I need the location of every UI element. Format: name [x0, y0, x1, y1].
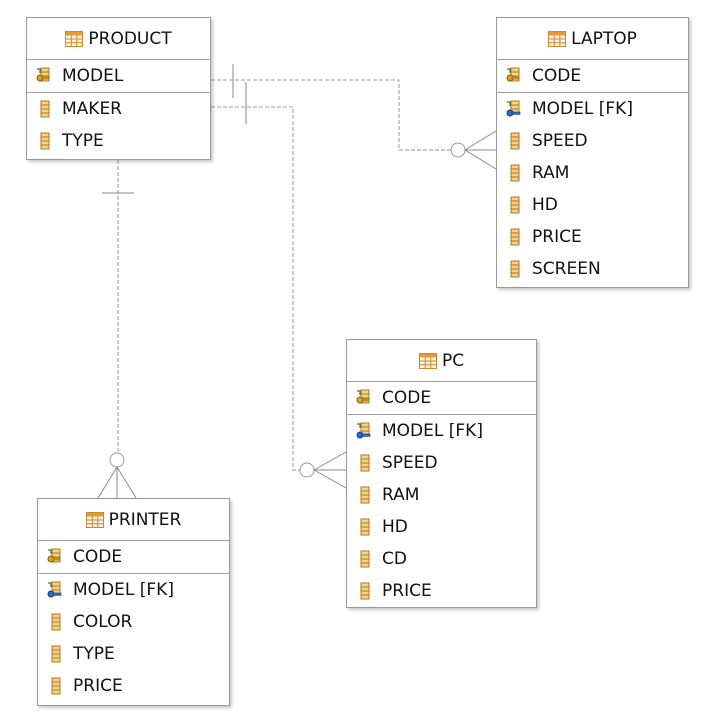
entity-title: PC — [441, 350, 465, 371]
primary-key-section: MODEL — [27, 60, 210, 93]
column-icon — [40, 100, 50, 118]
column-name: PRICE — [532, 227, 582, 247]
column-row[interactable]: CODE — [497, 60, 688, 92]
table-icon — [548, 30, 567, 47]
column-icon — [510, 260, 520, 278]
column-row[interactable]: MODEL [FK] — [347, 415, 536, 447]
table-icon — [65, 30, 84, 47]
primary-key-section: CODE — [38, 541, 229, 574]
entity-header: PRODUCT — [27, 18, 210, 60]
primary-key-section: CODE — [497, 60, 688, 93]
entity-pc[interactable]: PC CODE MODEL [FK] SPEED RAM HD CD — [346, 339, 537, 608]
entity-title: PRODUCT — [88, 28, 172, 49]
column-row[interactable]: RAM — [497, 157, 688, 189]
column-name: RAM — [532, 163, 570, 183]
column-row[interactable]: MAKER — [27, 93, 210, 125]
column-row[interactable]: PRICE — [38, 670, 229, 702]
column-row[interactable]: MODEL [FK] — [497, 93, 688, 125]
primary-key-section: CODE — [347, 382, 536, 415]
relationship-product-printer — [97, 160, 137, 499]
column-name: MODEL [FK] — [382, 421, 483, 441]
column-icon — [51, 613, 61, 631]
column-row[interactable]: SCREEN — [497, 253, 688, 285]
primary-key-column-icon — [356, 389, 370, 404]
column-name: RAM — [382, 485, 420, 505]
column-icon — [510, 196, 520, 214]
column-icon — [360, 486, 370, 504]
column-name: SPEED — [382, 453, 438, 473]
column-row[interactable]: TYPE — [27, 125, 210, 157]
column-name: MODEL [FK] — [73, 580, 174, 600]
column-name: TYPE — [73, 644, 115, 664]
entity-laptop[interactable]: LAPTOP CODE MODEL [FK] SPEED RAM HD PRIC… — [496, 17, 689, 288]
column-row[interactable]: SPEED — [347, 447, 536, 479]
column-row[interactable]: CODE — [347, 382, 536, 414]
column-row[interactable]: CD — [347, 543, 536, 575]
column-icon — [51, 645, 61, 663]
columns-section: MODEL [FK] SPEED RAM HD PRICE SCREEN — [497, 93, 688, 285]
column-name: MODEL [FK] — [532, 99, 633, 119]
relationship-product-laptop — [211, 64, 497, 170]
entity-header: PRINTER — [38, 499, 229, 541]
column-icon — [51, 677, 61, 695]
column-name: CODE — [382, 388, 432, 408]
column-icon — [360, 582, 370, 600]
column-name: TYPE — [62, 131, 104, 151]
column-row[interactable]: RAM — [347, 479, 536, 511]
column-row[interactable]: HD — [497, 189, 688, 221]
entity-printer[interactable]: PRINTER CODE MODEL [FK] COLOR TYPE PRICE — [37, 498, 230, 706]
columns-section: MODEL [FK] SPEED RAM HD CD PRICE — [347, 415, 536, 607]
column-name: PRICE — [382, 581, 432, 601]
entity-title: LAPTOP — [571, 28, 637, 49]
column-name: SCREEN — [532, 259, 601, 279]
foreign-key-column-icon — [506, 100, 521, 117]
column-icon — [360, 454, 370, 472]
entity-header: PC — [347, 340, 536, 382]
column-row[interactable]: MODEL [FK] — [38, 574, 229, 606]
primary-key-column-icon — [36, 67, 50, 82]
column-name: CODE — [73, 547, 123, 567]
column-name: SPEED — [532, 131, 588, 151]
column-icon — [510, 164, 520, 182]
columns-section: MODEL [FK] COLOR TYPE PRICE — [38, 574, 229, 702]
column-icon — [510, 228, 520, 246]
column-row[interactable]: TYPE — [38, 638, 229, 670]
entity-title: PRINTER — [108, 509, 182, 530]
table-icon — [85, 511, 104, 528]
foreign-key-column-icon — [47, 581, 62, 598]
column-row[interactable]: HD — [347, 511, 536, 543]
column-icon — [40, 132, 50, 150]
column-row[interactable]: SPEED — [497, 125, 688, 157]
column-name: MODEL — [62, 66, 124, 86]
column-row[interactable]: PRICE — [347, 575, 536, 607]
column-name: CODE — [532, 66, 582, 86]
column-row[interactable]: COLOR — [38, 606, 229, 638]
column-icon — [510, 132, 520, 150]
entity-product[interactable]: PRODUCT MODEL MAKER TYPE — [26, 17, 211, 160]
primary-key-column-icon — [47, 548, 61, 563]
column-row[interactable]: CODE — [38, 541, 229, 573]
relationship-product-pc — [211, 82, 347, 489]
entity-header: LAPTOP — [497, 18, 688, 60]
primary-key-column-icon — [506, 67, 520, 82]
column-name: PRICE — [73, 676, 123, 696]
column-icon — [360, 518, 370, 536]
column-name: MAKER — [62, 99, 122, 119]
columns-section: MAKER TYPE — [27, 93, 210, 157]
column-name: CD — [382, 549, 407, 569]
column-name: HD — [382, 517, 408, 537]
column-icon — [360, 550, 370, 568]
column-row[interactable]: MODEL — [27, 60, 210, 92]
column-name: HD — [532, 195, 558, 215]
table-icon — [418, 352, 437, 369]
column-row[interactable]: PRICE — [497, 221, 688, 253]
column-name: COLOR — [73, 612, 133, 632]
foreign-key-column-icon — [356, 422, 371, 439]
